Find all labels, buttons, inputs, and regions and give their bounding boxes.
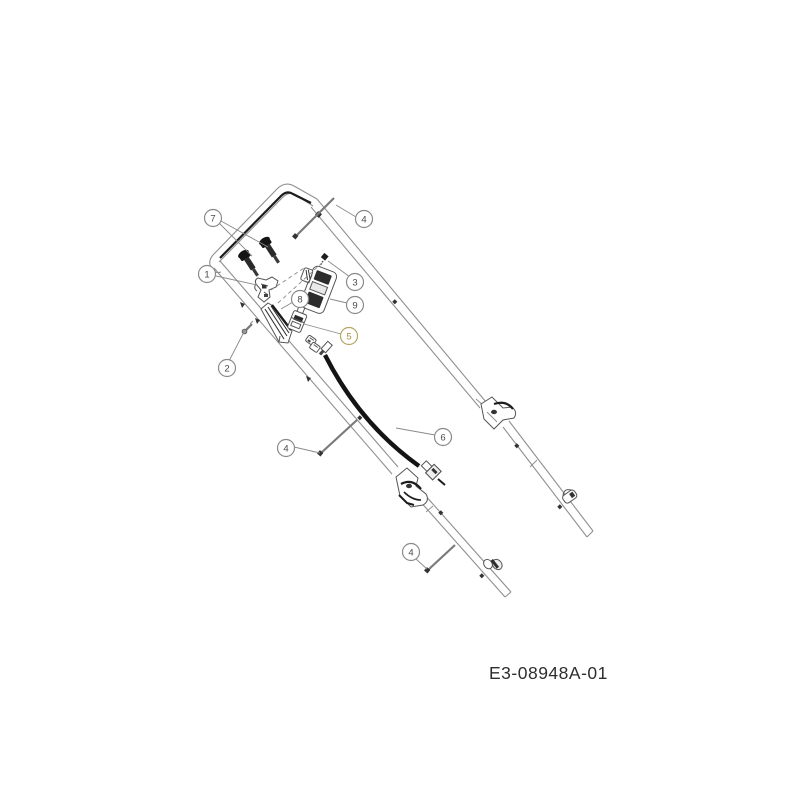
svg-text:5: 5 xyxy=(346,331,351,342)
tube-hole-marks xyxy=(240,210,563,579)
callout-6[interactable]: 6 xyxy=(433,427,453,447)
callout-1[interactable]: 1 xyxy=(197,264,217,284)
left-clamp-lever xyxy=(395,467,428,508)
part-2-screw xyxy=(241,320,254,335)
callout-4-mid[interactable]: 4 xyxy=(276,438,296,458)
part-8-lever xyxy=(260,302,293,344)
svg-text:4: 4 xyxy=(408,547,413,558)
callout-leader-lines xyxy=(215,204,436,570)
svg-text:7: 7 xyxy=(210,213,215,224)
svg-text:3: 3 xyxy=(352,277,357,288)
part-5-housing xyxy=(287,305,308,333)
diagram-part-code: E3-08948A-01 xyxy=(489,663,608,683)
callout-4-top[interactable]: 4 xyxy=(354,209,374,229)
svg-text:4: 4 xyxy=(361,214,366,225)
callout-8[interactable]: 8 xyxy=(290,289,310,309)
bolt-4-mid xyxy=(317,419,358,457)
part-9-panel xyxy=(299,265,338,314)
control-cable-part-6 xyxy=(318,340,446,486)
bolt-4-bottom xyxy=(424,544,456,574)
part-7-bolts xyxy=(238,236,280,277)
callout-3[interactable]: 3 xyxy=(345,272,365,292)
right-clamp-lever xyxy=(480,396,517,430)
callout-4-bottom[interactable]: 4 xyxy=(401,542,421,562)
svg-text:9: 9 xyxy=(352,300,357,311)
svg-text:1: 1 xyxy=(204,269,209,280)
left-tube-knob xyxy=(483,558,503,571)
cable-clips xyxy=(305,334,321,353)
svg-text:2: 2 xyxy=(224,363,229,374)
callout-7[interactable]: 7 xyxy=(203,208,223,228)
bolt-4-top xyxy=(292,197,335,240)
part-1-bracket xyxy=(254,276,279,303)
callout-2[interactable]: 2 xyxy=(217,358,237,378)
svg-text:4: 4 xyxy=(283,443,288,454)
callout-5-highlighted[interactable]: 5 xyxy=(339,326,359,346)
handle-tubes-drawing xyxy=(213,198,594,598)
assembly-dashed-lines xyxy=(270,262,323,304)
upper-handle-grip-drawing xyxy=(209,183,318,274)
svg-text:8: 8 xyxy=(297,294,302,305)
right-tube-clamp xyxy=(562,489,578,504)
callout-9[interactable]: 9 xyxy=(345,295,365,315)
svg-text:6: 6 xyxy=(440,432,445,443)
